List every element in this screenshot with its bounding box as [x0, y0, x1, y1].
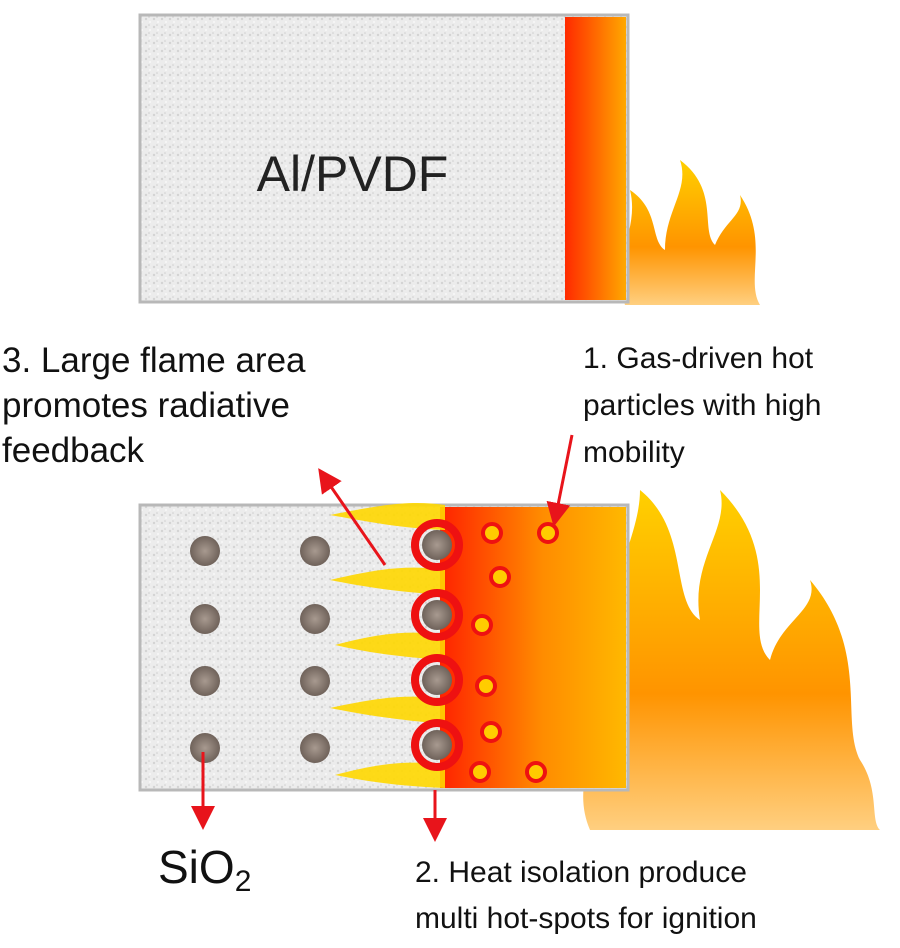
- step1-line: particles with high: [583, 389, 822, 422]
- large-flame: [583, 490, 880, 830]
- hot-spot-ring: [411, 589, 463, 641]
- annotation-step3: 3. Large flame area promotes radiative f…: [2, 338, 306, 473]
- hot-spot-ring: [411, 519, 463, 571]
- hot-particles: [469, 522, 559, 783]
- step2-line: 2. Heat isolation produce: [415, 856, 747, 889]
- step3-line: feedback: [2, 431, 145, 470]
- sio2-particle: [300, 536, 330, 566]
- top-flame: [620, 160, 760, 305]
- sio2-particle: [422, 600, 452, 630]
- sio2-particle: [300, 604, 330, 634]
- al-pvdf-block: [138, 13, 630, 304]
- hot-spot-ring: [411, 654, 463, 706]
- hot-particle: [489, 566, 511, 588]
- hot-spot-rings: [411, 519, 463, 771]
- sio2-particle: [422, 665, 452, 695]
- hot-particle: [481, 522, 503, 544]
- hot-spot-ring: [411, 719, 463, 771]
- gas-arrow: [546, 434, 574, 527]
- sio2-particle: [190, 733, 220, 763]
- sio2-particle: [422, 530, 452, 560]
- annotation-step2: 2. Heat isolation produce multi hot-spot…: [415, 850, 757, 942]
- step3-line: 3. Large flame area: [2, 341, 306, 380]
- annotation-step1: 1. Gas-driven hot particles with high mo…: [583, 335, 821, 476]
- step1-line: 1. Gas-driven hot: [583, 342, 814, 375]
- sio2-particle: [190, 604, 220, 634]
- step3-line: promotes radiative: [2, 386, 290, 425]
- hot-particle: [471, 614, 493, 636]
- step2-line: multi hot-spots for ignition: [415, 902, 757, 935]
- arrows: [191, 434, 574, 842]
- hot-particle: [469, 761, 491, 783]
- radiative-arrow: [318, 468, 387, 566]
- sio2-particle: [190, 536, 220, 566]
- hot-particle: [537, 522, 559, 544]
- sio2-particle: [300, 733, 330, 763]
- sio2-particle: [300, 666, 330, 696]
- sio2-particle: [190, 666, 220, 696]
- hot-particle: [475, 675, 497, 697]
- sio2-particle: [422, 730, 452, 760]
- hot-particle: [525, 761, 547, 783]
- small-flames: [330, 503, 445, 788]
- sio2-main: SiO: [158, 841, 235, 893]
- hot-particle: [480, 721, 502, 743]
- sio2-subscript: 2: [234, 865, 252, 898]
- composite-block: [138, 503, 630, 792]
- sio2-label: SiO2: [158, 840, 251, 899]
- sio2-particles: [190, 536, 330, 763]
- al-pvdf-label: Al/PVDF: [256, 146, 449, 202]
- step1-line: mobility: [583, 436, 685, 469]
